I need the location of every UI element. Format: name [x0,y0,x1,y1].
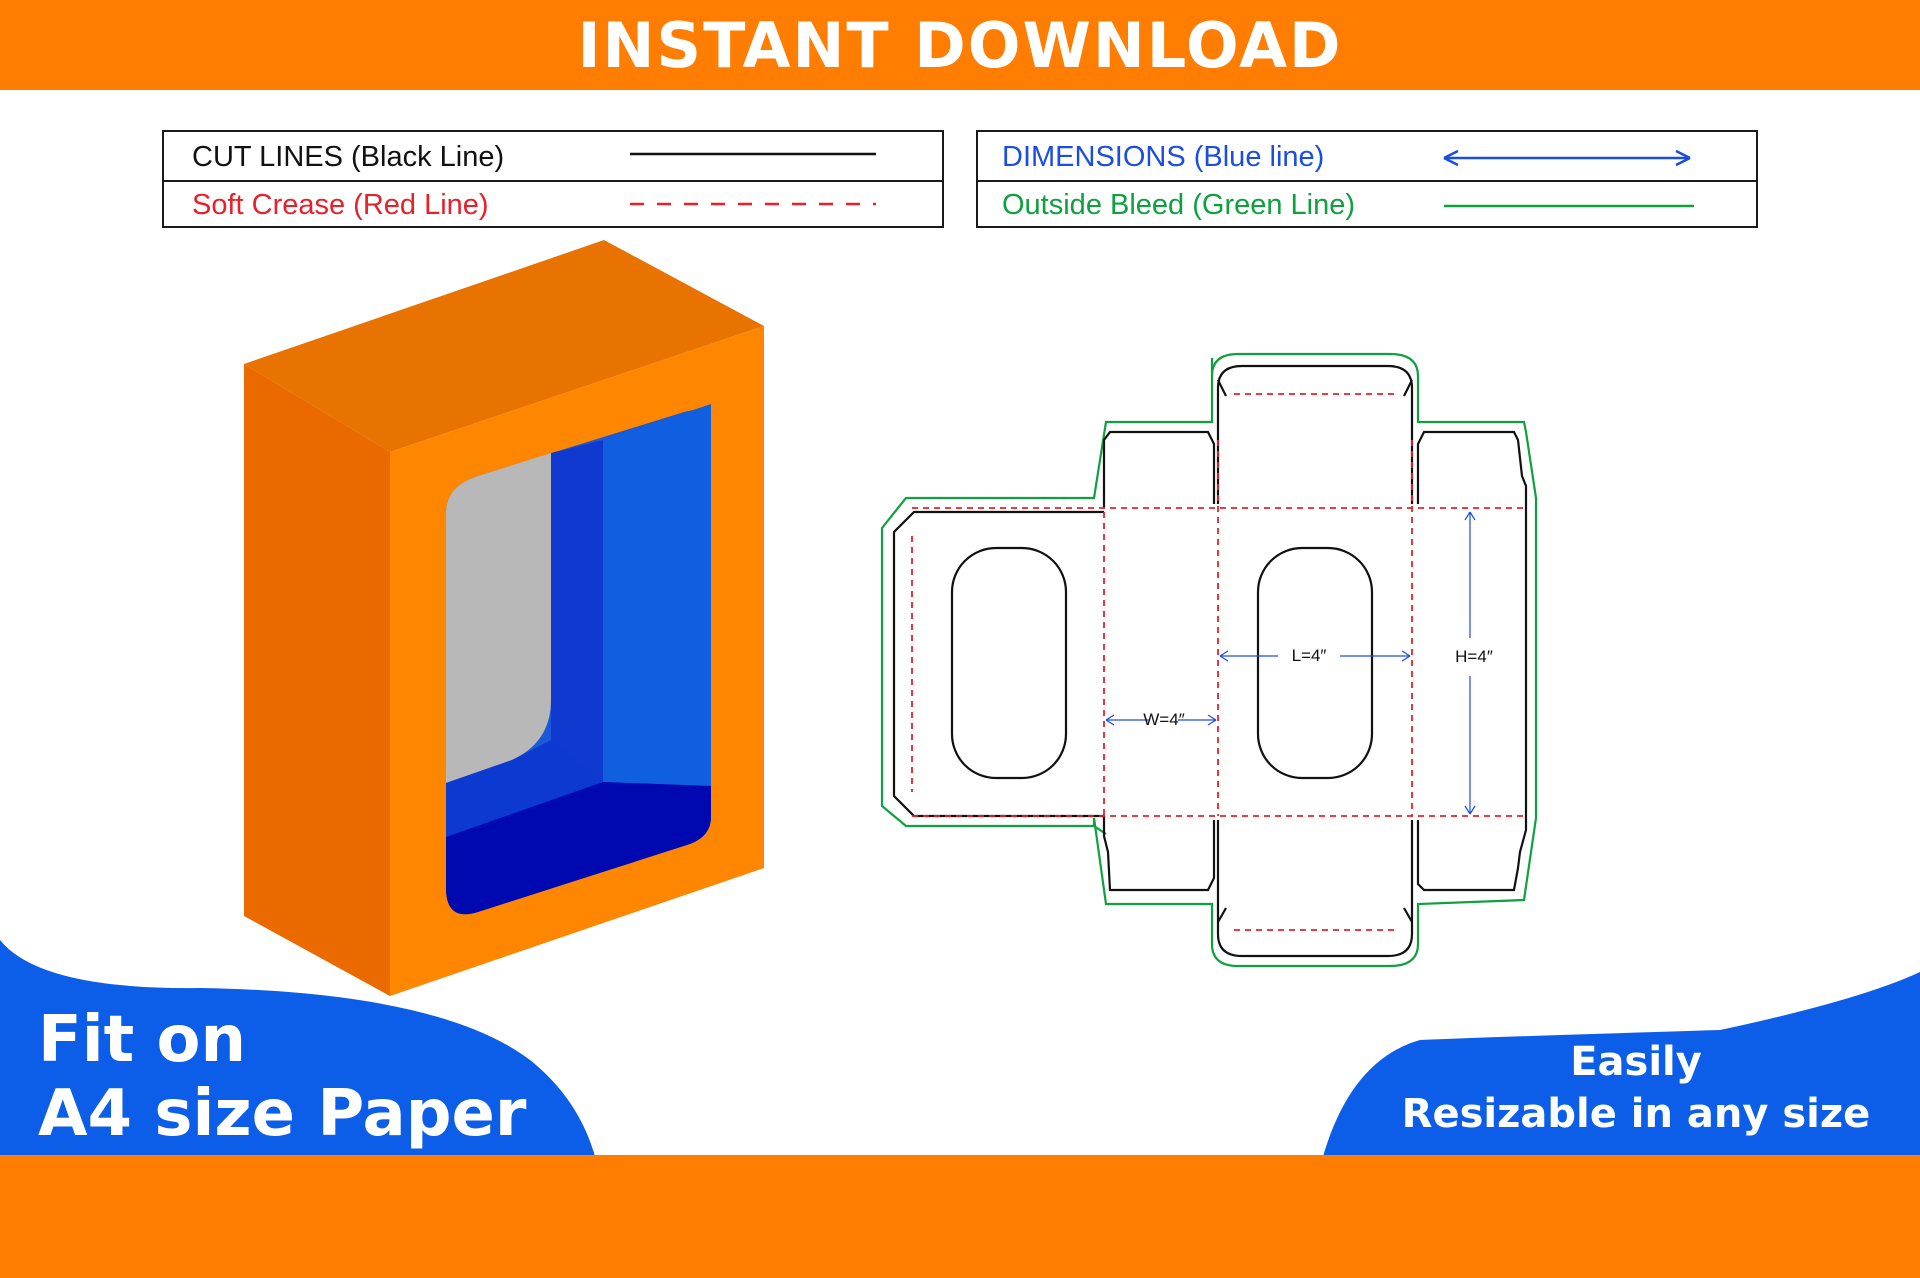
legend-row-cut-lines: CUT LINES (Black Line) [164,132,942,182]
legend-left: CUT LINES (Black Line) Soft Crease (Red … [162,130,944,228]
fit-line-2: A4 size Paper [38,1077,527,1151]
dimension-length-label: L=4″ [1292,646,1327,665]
legend-row-outside-bleed: Outside Bleed (Green Line) [978,180,1756,228]
legend-soft-crease-label: Soft Crease (Red Line) [192,189,489,221]
bleed-outline [880,352,1538,968]
top-banner: INSTANT DOWNLOAD [0,0,1920,90]
resize-line-2: Resizable in any size [1401,1091,1871,1137]
legend-dimensions-label: DIMENSIONS (Blue line) [1002,141,1325,173]
legend-row-soft-crease: Soft Crease (Red Line) [164,180,942,228]
bottom-bar [0,1155,1920,1278]
resize-line-1: Easily [1570,1039,1702,1085]
crease-line-sample [630,202,876,206]
legend-right: DIMENSIONS (Blue line) Outside Bleed (Gr… [976,130,1758,228]
legend-outside-bleed-label: Outside Bleed (Green Line) [1002,189,1356,221]
fit-a4-text: Fit on A4 size Paper [38,1003,526,1151]
crease-lines [911,393,1526,931]
cut-lines [892,364,1528,958]
banner-title: INSTANT DOWNLOAD [577,8,1343,82]
bleed-line-sample [1444,204,1694,208]
dimension-lines [1105,511,1476,815]
fit-line-1: Fit on [38,1003,247,1077]
dimension-height-label: H=4″ [1455,647,1493,666]
legend-cut-lines-label: CUT LINES (Black Line) [192,141,505,173]
cut-line-sample [630,152,876,156]
dimension-width-label: W=4″ [1143,710,1184,729]
dimension-arrow-sample [1443,149,1691,167]
legend-row-dimensions: DIMENSIONS (Blue line) [978,132,1756,182]
resizable-text: Easily Resizable in any size [1392,1036,1880,1140]
